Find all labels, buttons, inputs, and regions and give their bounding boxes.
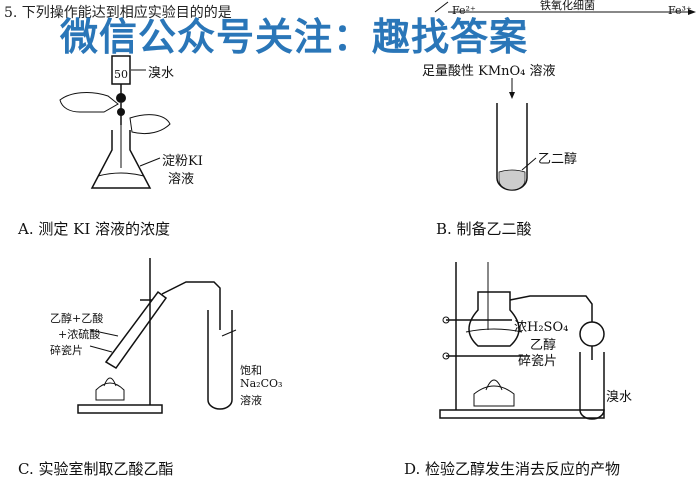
watermark-text: 微信公众号关注：趣找答案 — [60, 15, 529, 59]
caption-d: D. 检验乙醇发生消去反应的产物 — [404, 460, 621, 478]
bacteria-label: 铁氧化细菌 — [540, 0, 595, 12]
reagent-starch-ki-line1: 淀粉KI — [162, 154, 203, 169]
caption-c: C. 实验室制取乙酸乙酯 — [18, 460, 174, 478]
tube-label-saturated: 饱和 — [240, 364, 262, 377]
question-text: 5. 下列操作能达到相应实验目的的是 — [4, 5, 232, 21]
reaction-arrow-graphic — [434, 1, 696, 15]
reagent-bromine-water: 溴水 — [148, 66, 175, 81]
top-right-reaction: Fe²⁺ 铁氧化细菌 Fe³⁺ — [430, 0, 700, 20]
label-ethanol: 乙醇 — [530, 338, 557, 353]
label-conc-sulfuric: +浓硫酸 — [58, 328, 101, 341]
reagent-kmno4: 足量酸性 KMnO₄ 溶液 — [422, 64, 556, 79]
label-conc-h2so4: 浓H₂SO₄ — [514, 320, 569, 335]
fe3-label: Fe³⁺ — [668, 4, 692, 17]
caption-b: B. 制备乙二酸 — [436, 220, 532, 238]
label-ethanol-acetic: 乙醇+乙酸 — [50, 312, 104, 325]
label-porcelain-chips-c: 碎瓷片 — [50, 344, 83, 357]
bottle-number: 50 — [114, 68, 128, 81]
fe2-label: Fe²⁺ — [452, 4, 476, 17]
reagent-ethylene-glycol: 乙二醇 — [538, 152, 578, 167]
tube-label-na2co3: Na₂CO₃ — [240, 377, 283, 390]
reagent-starch-ki-line2: 溶液 — [168, 172, 195, 187]
tube-label-solution: 溶液 — [240, 394, 262, 407]
label-porcelain-chips-d: 碎瓷片 — [518, 354, 558, 369]
caption-a: A. 测定 KI 溶液的浓度 — [18, 220, 171, 238]
tube-label-bromine-water: 溴水 — [606, 390, 633, 405]
